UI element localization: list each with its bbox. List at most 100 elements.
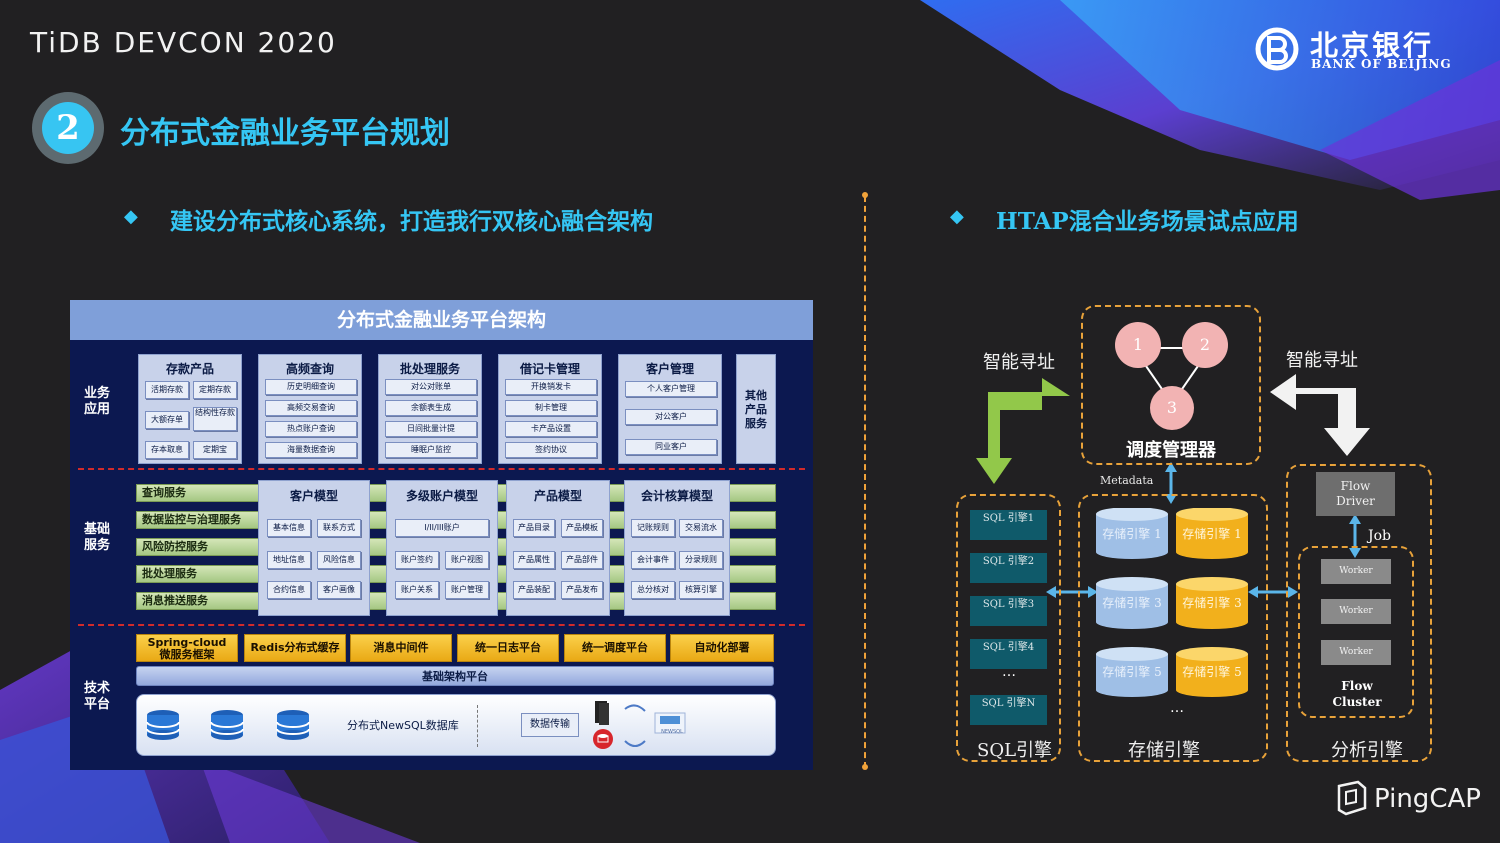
card-item: 联系方式 [317,519,361,537]
storage-node: 存储引擎 1 [1182,527,1242,541]
layer-separator [78,468,805,470]
layer-separator [78,624,805,626]
server-sync-icon [593,701,686,749]
sql-engine-node: SQL 引擎1 [970,510,1047,540]
card-item: 活期存款 [145,381,189,399]
worker-node: Worker [1321,640,1391,665]
pd-node: 2 [1182,322,1228,368]
model-card-product: 产品模型 产品目录 产品模板 产品属性 产品部件 产品装配 产品发布 [506,480,610,616]
card-item: 定期存款 [193,381,237,399]
row-label-basic: 基础服务 [84,522,111,553]
tech-item: Spring-cloud 微服务框架 [136,634,238,662]
tech-item: Redis分布式缓存 [244,634,346,662]
card-title: 会计核算模型 [640,489,713,503]
business-card-query: 高频查询 历史明细查询 高频交易查询 热点账户查询 海量数据查询 [258,354,362,464]
card-item: 账户管理 [445,581,489,599]
sql-engine-label: SQL引擎 [977,740,1053,761]
flow-cluster-box [1298,546,1414,718]
newsql-tag: NEWSQL [661,729,683,735]
model-card-customer: 客户模型 基本信息 联系方式 地址信息 风险信息 合约信息 客户画像 [258,480,370,616]
card-item: 海量数据查询 [265,442,357,458]
database-icon [276,710,310,740]
section-number: 2 [42,102,94,154]
storage-node: 存储引擎 3 [1182,596,1242,610]
storage-node: 存储引擎 1 [1102,527,1162,541]
infra-bar: 基础架构平台 [136,666,774,686]
card-item: 账户签约 [395,551,439,569]
ellipsis: … [1170,700,1184,716]
row-label-business: 业务应用 [84,386,111,417]
right-bullet-text: HTAP混合业务场景试点应用 [996,208,1299,235]
bank-logo-en: BANK OF BEIJING [1311,57,1452,71]
business-card-debit: 借记卡管理 开换销发卡 制卡管理 卡产品设置 签约协议 [498,354,602,464]
sql-engine-node: SQL 引擎4 [970,639,1047,669]
card-item: I/II/III账户 [395,519,489,537]
divider-dot [862,192,868,198]
card-title: 批处理服务 [399,362,460,376]
database-icon [146,710,180,740]
card-item: 结构性存款 [193,407,237,431]
card-item: 基本信息 [267,519,311,537]
brand-title: TiDB DEVCON 2020 [30,26,337,59]
database-box: 分布式NewSQL数据库 数据传输 NEWSQL [136,694,776,756]
card-item: 地址信息 [267,551,311,569]
bank-logo: 北京银行 BANK OF BEIJING [1254,26,1464,76]
smart-route-right-label: 智能寻址 [1286,350,1358,371]
other-services-label: 其他产品服务 [745,389,767,430]
sql-engine-node: SQL 引擎2 [970,553,1047,583]
card-title: 客户管理 [645,362,694,376]
business-card-deposit: 存款产品 活期存款 定期存款 大额存单 结构性存款 存本取息 定期宝 [138,354,242,464]
architecture-panel: 分布式金融业务平台架构 业务应用 基础服务 技术平台 存款产品 活期存款 定期存… [70,300,813,770]
card-item: 分录规则 [679,551,723,569]
storage-engine-box [1078,494,1268,762]
storage-node: 存储引擎 5 [1102,665,1162,679]
card-item: 交易流水 [679,519,723,537]
db-divider [477,705,478,747]
worker-node: Worker [1321,599,1391,624]
job-label: Job [1368,528,1392,544]
bullet-diamond-icon: ◆ [124,206,138,227]
card-item: 产品部件 [561,551,603,569]
tech-item: 自动化部署 [670,634,774,662]
tech-item: 统一日志平台 [457,634,559,662]
analysis-engine-box [1286,464,1432,762]
data-transfer-box: 数据传输 [521,713,579,737]
card-item: 对公对账单 [385,379,477,395]
storage-cylinders [1096,508,1248,697]
bullet-diamond-icon: ◆ [950,206,964,227]
smart-route-left-label: 智能寻址 [983,352,1055,373]
card-item: 会计事件 [631,551,675,569]
card-item: 签约协议 [505,442,597,458]
pd-node: 3 [1150,386,1194,430]
card-item: 同业客户 [625,439,717,455]
divider-dot [862,764,868,770]
green-route-arrow [976,378,1070,484]
metadata-label: Metadata [1100,474,1154,487]
pingcap-brand: PingCAP [1374,784,1481,814]
card-item: 卡产品设置 [505,421,597,437]
card-item: 产品发布 [561,581,603,599]
card-item: 产品属性 [513,551,555,569]
card-item: 客户画像 [317,581,361,599]
model-card-account: 多级账户模型 I/II/III账户 账户签约 账户视图 账户关系 账户管理 [386,480,498,616]
card-item: 存本取息 [145,441,189,459]
card-item: 产品目录 [513,519,555,537]
card-item: 余额表生成 [385,400,477,416]
card-item: 核算引擎 [679,581,723,599]
sql-engine-node: SQL 引擎N [970,695,1047,725]
card-title: 存款产品 [165,362,214,376]
card-item: 历史明细查询 [265,379,357,395]
white-route-arrow [1270,374,1370,456]
storage-engine-label: 存储引擎 [1128,740,1200,761]
row-label-tech: 技术平台 [84,681,111,712]
worker-node: Worker [1321,559,1391,584]
card-item: 日间批量计提 [385,421,477,437]
card-item: 定期宝 [193,441,237,459]
newsql-db-label: 分布式NewSQL数据库 [347,719,459,732]
sql-engine-box [956,494,1061,762]
card-item: 睡眠户监控 [385,442,477,458]
business-card-customer: 客户管理 个人客户管理 对公客户 同业客户 [618,354,722,464]
tech-item: 统一调度平台 [564,634,666,662]
card-title: 产品模型 [533,489,582,503]
